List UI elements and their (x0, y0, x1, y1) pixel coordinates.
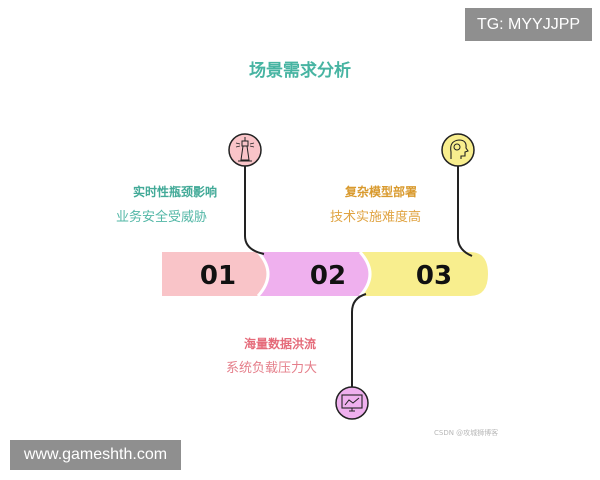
connector-2 (351, 293, 367, 388)
step-3-number: 03 (416, 261, 452, 291)
step-3-segment (345, 252, 488, 296)
monitor-chart-icon (335, 386, 369, 420)
step-1-heading: 实时性瓶颈影响 (133, 185, 218, 199)
connector-1 (244, 166, 265, 255)
brain-gear-icon (441, 133, 475, 167)
step-2-segment (252, 252, 370, 296)
step-2-number: 02 (310, 261, 346, 291)
lighthouse-icon (228, 133, 262, 167)
tg-watermark-badge: TG: MYYJJPP (465, 8, 592, 41)
step-2-heading: 海量数据洪流 (244, 337, 317, 351)
step-3-heading: 复杂模型部署 (345, 185, 418, 199)
page-title: 场景需求分析 (249, 61, 351, 81)
step-1-segment (162, 252, 268, 296)
step-3-subtext: 技术实施难度高 (330, 210, 422, 225)
connector-3 (457, 166, 473, 257)
step-1-number: 01 (200, 261, 236, 291)
step-1-subtext: 业务安全受威胁 (116, 210, 208, 225)
csdn-watermark: CSDN @攻城狮博客 (434, 429, 499, 437)
site-watermark-badge: www.gameshth.com (10, 440, 181, 470)
step-2-subtext: 系统负载压力大 (226, 361, 318, 376)
